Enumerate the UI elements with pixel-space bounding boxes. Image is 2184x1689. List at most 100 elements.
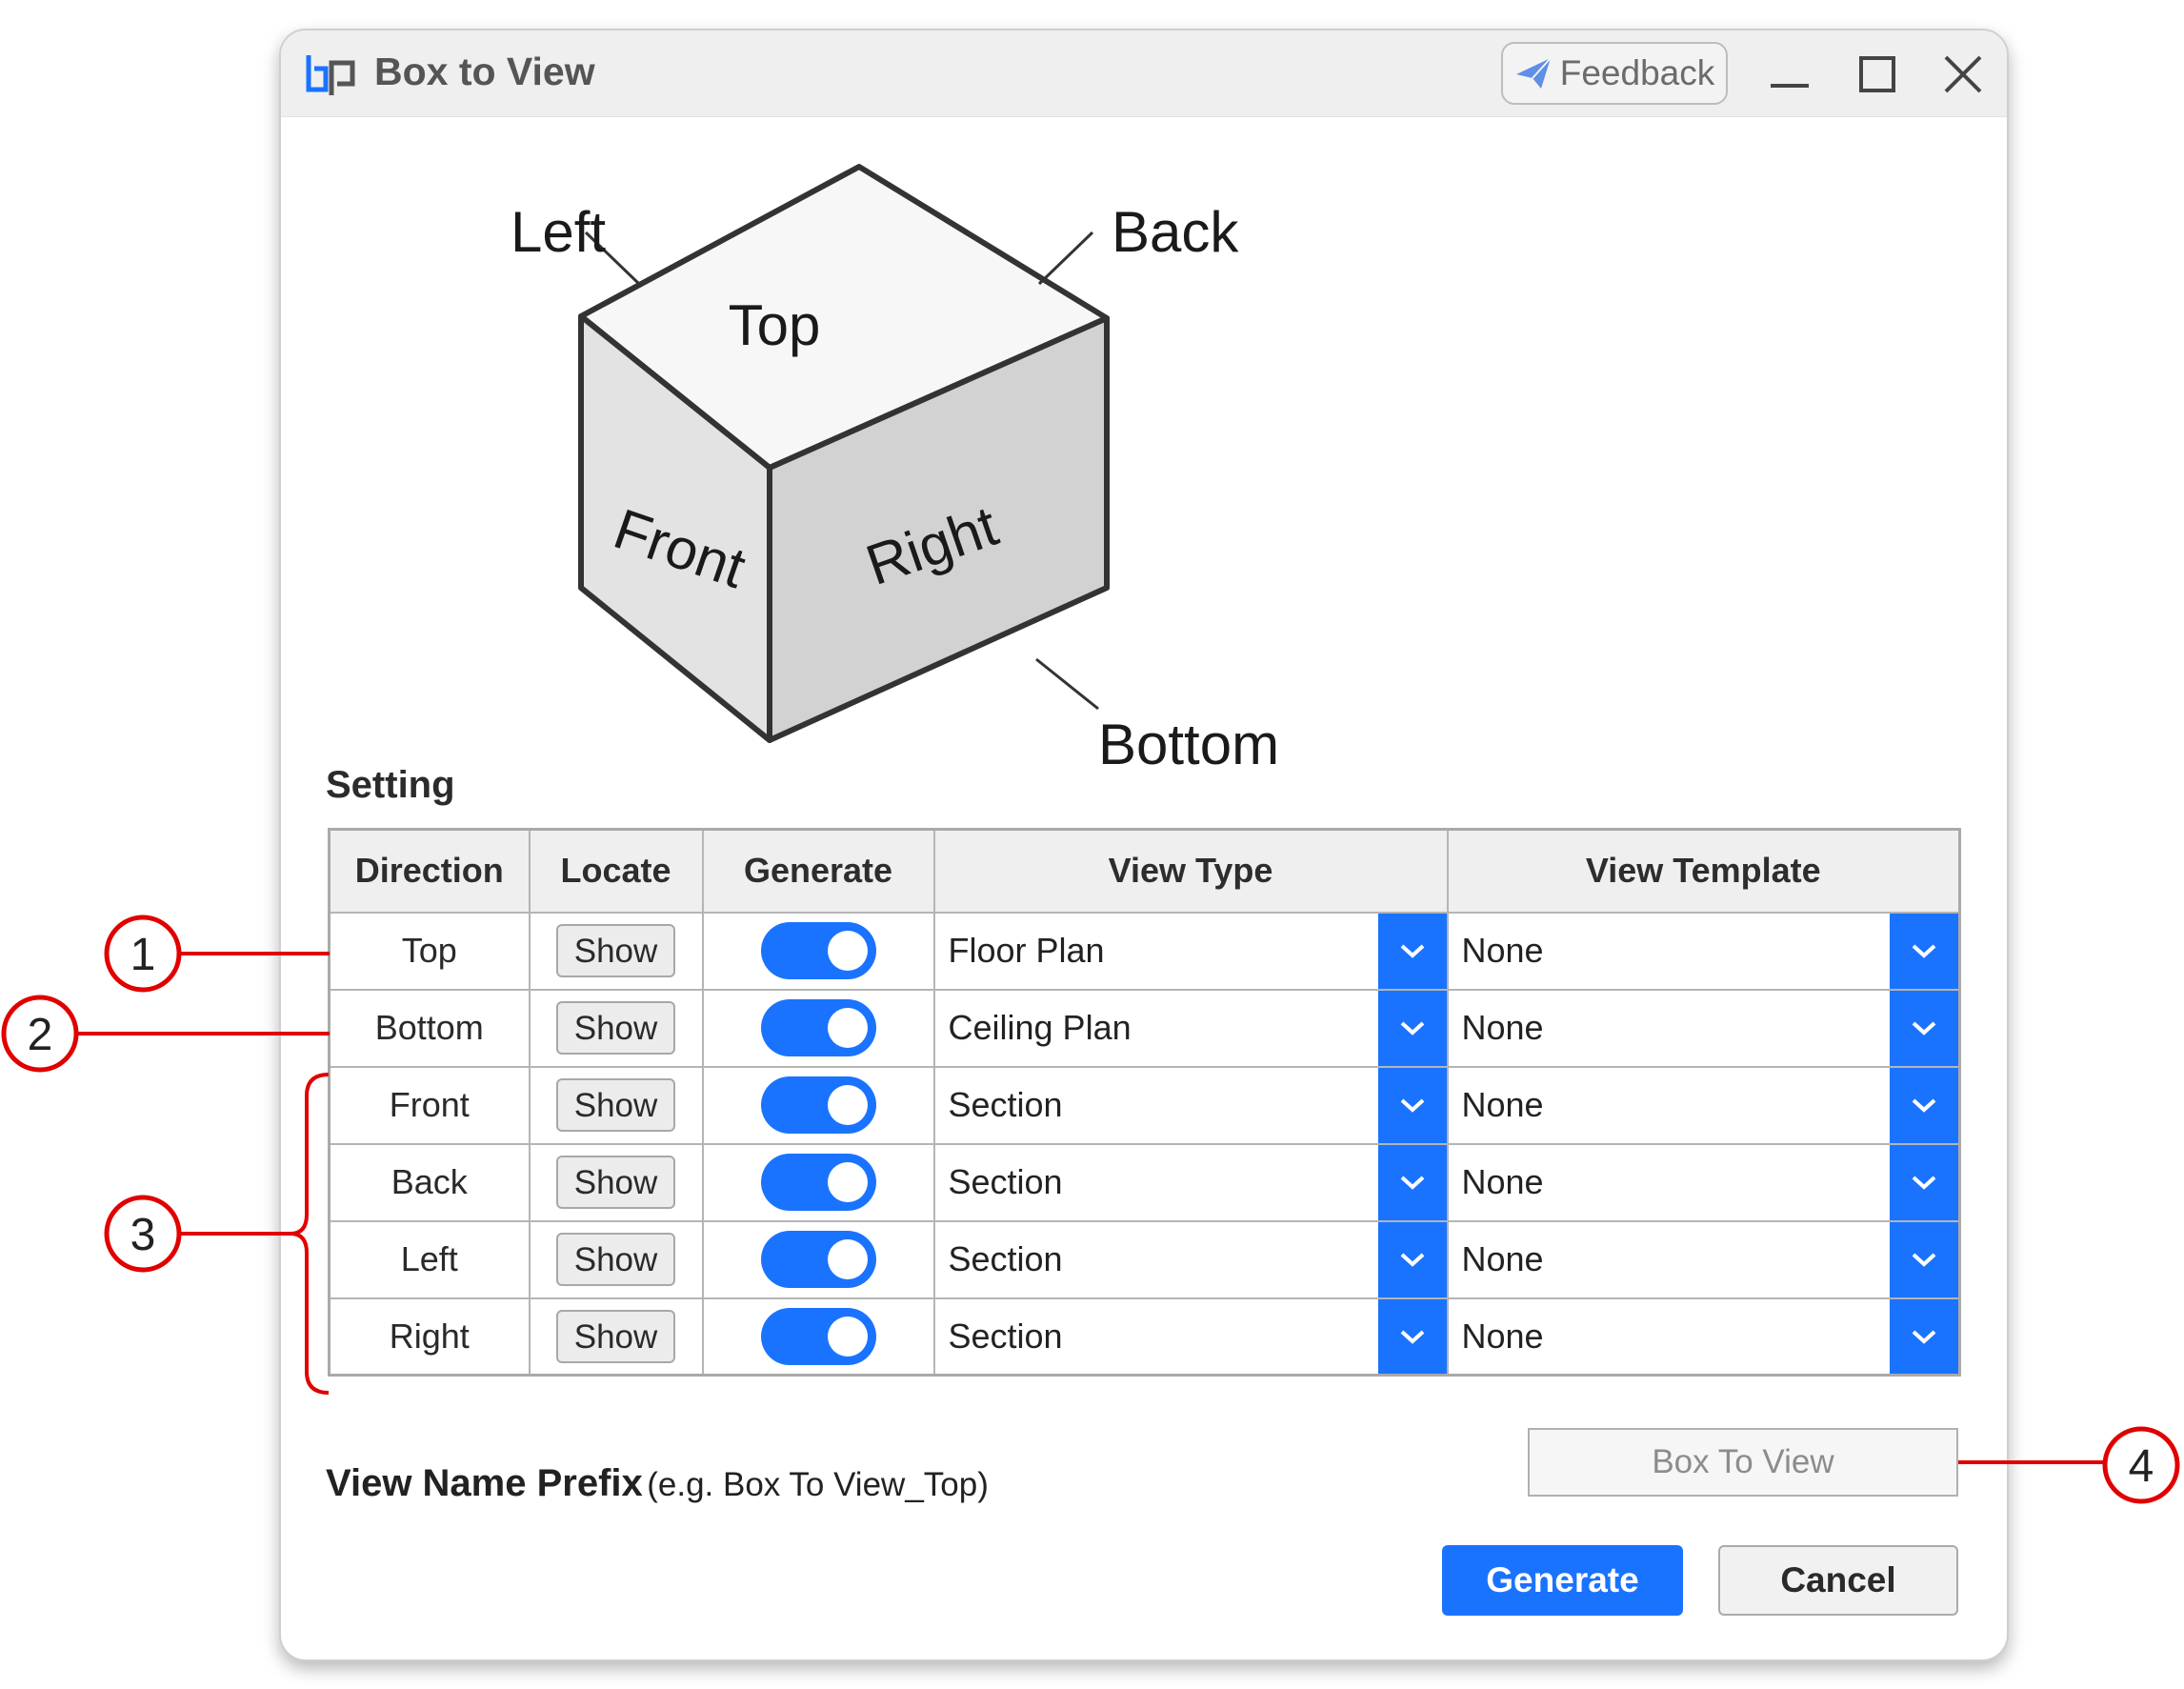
chevron-down-icon bbox=[1912, 1330, 1936, 1344]
view-template-dropdown-button[interactable] bbox=[1890, 913, 1958, 989]
callout-number: 1 bbox=[130, 930, 156, 980]
view-template-value: None bbox=[1461, 1316, 1544, 1356]
table-header-row: Direction Locate Generate View Type View… bbox=[328, 828, 1961, 914]
view-template-dropdown-button[interactable] bbox=[1890, 1144, 1958, 1220]
close-icon[interactable] bbox=[1938, 50, 1988, 99]
view-template-select[interactable]: None bbox=[1446, 988, 1961, 1068]
cancel-button[interactable]: Cancel bbox=[1718, 1545, 1958, 1616]
show-button[interactable]: Show bbox=[556, 1001, 675, 1055]
view-type-dropdown-button[interactable] bbox=[1377, 1144, 1447, 1220]
view-type-select[interactable]: Section bbox=[932, 1065, 1449, 1145]
column-header-direction: Direction bbox=[328, 828, 531, 914]
callout-number: 2 bbox=[28, 1010, 53, 1060]
column-header-locate: Locate bbox=[528, 828, 704, 914]
toggle-knob bbox=[827, 1085, 868, 1125]
face-label-top: Top bbox=[729, 293, 821, 357]
direction-cell: Top bbox=[328, 911, 531, 991]
cube-right-face bbox=[767, 315, 1110, 743]
callout-number: 3 bbox=[130, 1210, 156, 1260]
box-to-view-dialog: Box to View Feedback Left Ba bbox=[279, 29, 2009, 1661]
view-template-select[interactable]: None bbox=[1446, 1065, 1961, 1145]
view-type-value: Ceiling Plan bbox=[948, 1008, 1132, 1047]
column-header-view-type: View Type bbox=[932, 828, 1449, 914]
show-button[interactable]: Show bbox=[556, 1078, 675, 1132]
generate-toggle[interactable] bbox=[760, 1231, 876, 1288]
chevron-down-icon bbox=[1912, 1176, 1936, 1190]
generate-toggle[interactable] bbox=[760, 999, 876, 1056]
view-type-select[interactable]: Section bbox=[932, 1219, 1449, 1299]
view-type-dropdown-button[interactable] bbox=[1377, 1221, 1447, 1297]
direction-cell: Left bbox=[328, 1219, 531, 1299]
generate-toggle[interactable] bbox=[760, 922, 876, 979]
toggle-knob bbox=[827, 1008, 868, 1048]
paper-plane-icon bbox=[1515, 57, 1552, 89]
view-type-dropdown-button[interactable] bbox=[1377, 913, 1447, 989]
column-header-view-template: View Template bbox=[1446, 828, 1961, 914]
show-button[interactable]: Show bbox=[556, 924, 675, 977]
view-name-prefix-input[interactable] bbox=[1528, 1428, 1958, 1497]
table-row: Left Show Section None bbox=[328, 1219, 1961, 1299]
show-button[interactable]: Show bbox=[556, 1233, 675, 1286]
view-template-dropdown-button[interactable] bbox=[1890, 1067, 1958, 1143]
show-button[interactable]: Show bbox=[556, 1309, 675, 1363]
face-label-left: Left bbox=[511, 200, 606, 264]
toggle-knob bbox=[827, 1239, 868, 1279]
face-label-back: Back bbox=[1112, 200, 1239, 264]
view-type-select[interactable]: Section bbox=[932, 1297, 1449, 1377]
prefix-label-text: View Name Prefix bbox=[326, 1462, 643, 1504]
table-row: Front Show Section None bbox=[328, 1065, 1961, 1145]
table-row: Bottom Show Ceiling Plan None bbox=[328, 988, 1961, 1068]
window-title: Box to View bbox=[374, 50, 595, 93]
direction-cell: Front bbox=[328, 1065, 531, 1145]
chevron-down-icon bbox=[1400, 944, 1424, 958]
feedback-label: Feedback bbox=[1559, 53, 1715, 92]
view-type-value: Floor Plan bbox=[948, 931, 1105, 970]
maximize-icon[interactable] bbox=[1853, 50, 1902, 99]
view-template-dropdown-button[interactable] bbox=[1890, 1221, 1958, 1297]
view-template-select[interactable]: None bbox=[1446, 911, 1961, 991]
cube-diagram: Left Back Top Front Right Bottom bbox=[511, 164, 1279, 776]
app-logo-icon bbox=[306, 55, 355, 95]
face-label-bottom: Bottom bbox=[1098, 713, 1279, 776]
view-template-dropdown-button[interactable] bbox=[1890, 1298, 1958, 1374]
view-name-prefix-label: View Name Prefix (e.g. Box To View_Top) bbox=[326, 1462, 989, 1505]
view-type-dropdown-button[interactable] bbox=[1377, 990, 1447, 1066]
toggle-knob bbox=[827, 1316, 868, 1357]
chevron-down-icon bbox=[1400, 1021, 1424, 1036]
minimize-icon[interactable] bbox=[1765, 50, 1814, 99]
direction-cell: Right bbox=[328, 1297, 531, 1377]
chevron-down-icon bbox=[1912, 1021, 1936, 1036]
chevron-down-icon bbox=[1400, 1253, 1424, 1267]
toggle-knob bbox=[827, 931, 868, 971]
prefix-hint-text: (e.g. Box To View_Top) bbox=[647, 1466, 989, 1503]
generate-button[interactable]: Generate bbox=[1442, 1545, 1683, 1616]
chevron-down-icon bbox=[1400, 1176, 1424, 1190]
view-type-dropdown-button[interactable] bbox=[1377, 1298, 1447, 1374]
generate-toggle[interactable] bbox=[760, 1307, 876, 1365]
chevron-down-icon bbox=[1400, 1330, 1424, 1344]
view-type-select[interactable]: Floor Plan bbox=[932, 911, 1449, 991]
toggle-knob bbox=[827, 1162, 868, 1202]
generate-toggle[interactable] bbox=[760, 1154, 876, 1211]
column-header-generate: Generate bbox=[701, 828, 935, 914]
table-row: Top Show Floor Plan None bbox=[328, 911, 1961, 991]
feedback-button[interactable]: Feedback bbox=[1501, 42, 1728, 105]
view-template-dropdown-button[interactable] bbox=[1890, 990, 1958, 1066]
callout-number: 4 bbox=[2129, 1441, 2154, 1492]
view-template-value: None bbox=[1461, 931, 1544, 970]
direction-cell: Back bbox=[328, 1142, 531, 1222]
generate-toggle[interactable] bbox=[760, 1076, 876, 1134]
view-template-select[interactable]: None bbox=[1446, 1297, 1961, 1377]
view-template-select[interactable]: None bbox=[1446, 1219, 1961, 1299]
view-template-value: None bbox=[1461, 1085, 1544, 1124]
show-button[interactable]: Show bbox=[556, 1156, 675, 1209]
view-type-select[interactable]: Ceiling Plan bbox=[932, 988, 1449, 1068]
view-type-value: Section bbox=[948, 1239, 1063, 1278]
table-row: Right Show Section None bbox=[328, 1297, 1961, 1377]
view-type-select[interactable]: Section bbox=[932, 1142, 1449, 1222]
view-type-dropdown-button[interactable] bbox=[1377, 1067, 1447, 1143]
view-type-value: Section bbox=[948, 1162, 1063, 1201]
chevron-down-icon bbox=[1912, 1253, 1936, 1267]
title-bar: Box to View Feedback bbox=[281, 30, 2007, 117]
view-template-select[interactable]: None bbox=[1446, 1142, 1961, 1222]
